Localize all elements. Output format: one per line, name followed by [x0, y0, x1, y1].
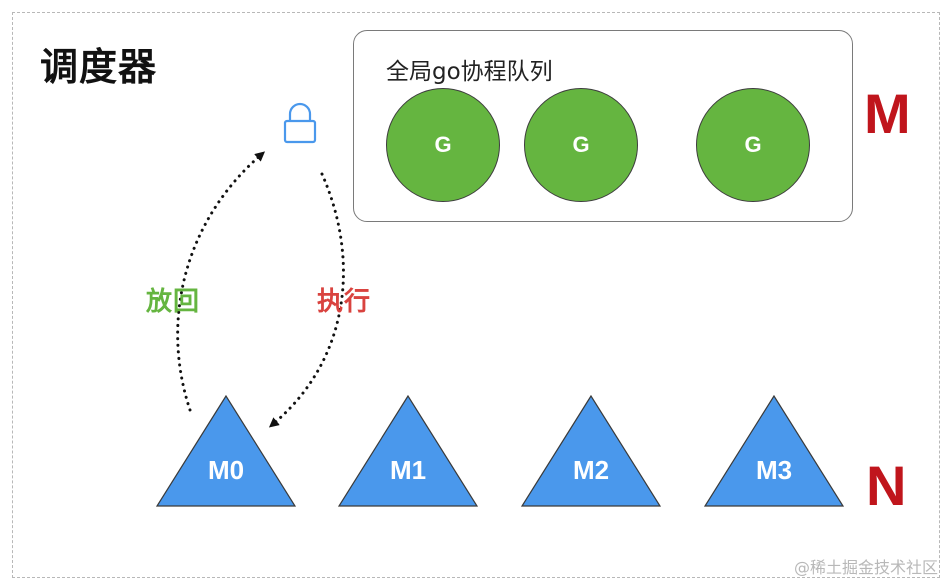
- execute-label: 执行: [317, 287, 372, 317]
- return-label: 放回: [146, 287, 201, 317]
- execute-arrow: [268, 172, 345, 428]
- machine-label-m2: M2: [572, 455, 610, 485]
- watermark: @稀土掘金技术社区: [793, 558, 938, 577]
- machine-triangle-m3: [703, 394, 845, 507]
- machine-label-m0: M0: [207, 455, 245, 485]
- m-label: M: [864, 82, 911, 145]
- return-arrow: [176, 151, 266, 412]
- machine-triangle-m2: [520, 394, 662, 507]
- goroutine-node: G: [386, 88, 500, 202]
- goroutine-node: G: [524, 88, 638, 202]
- machine-triangle-m0: [155, 394, 297, 507]
- machine-label-m3: M3: [755, 455, 793, 485]
- machine-label-m1: M1: [389, 455, 427, 485]
- machine-triangle-m1: [337, 394, 479, 507]
- goroutine-node: G: [696, 88, 810, 202]
- n-label: N: [866, 454, 907, 517]
- queue-label: 全局go协程队列: [386, 59, 553, 85]
- scheduler-frame: [12, 12, 940, 578]
- lock-icon: [283, 102, 317, 144]
- scheduler-title: 调度器: [40, 45, 158, 89]
